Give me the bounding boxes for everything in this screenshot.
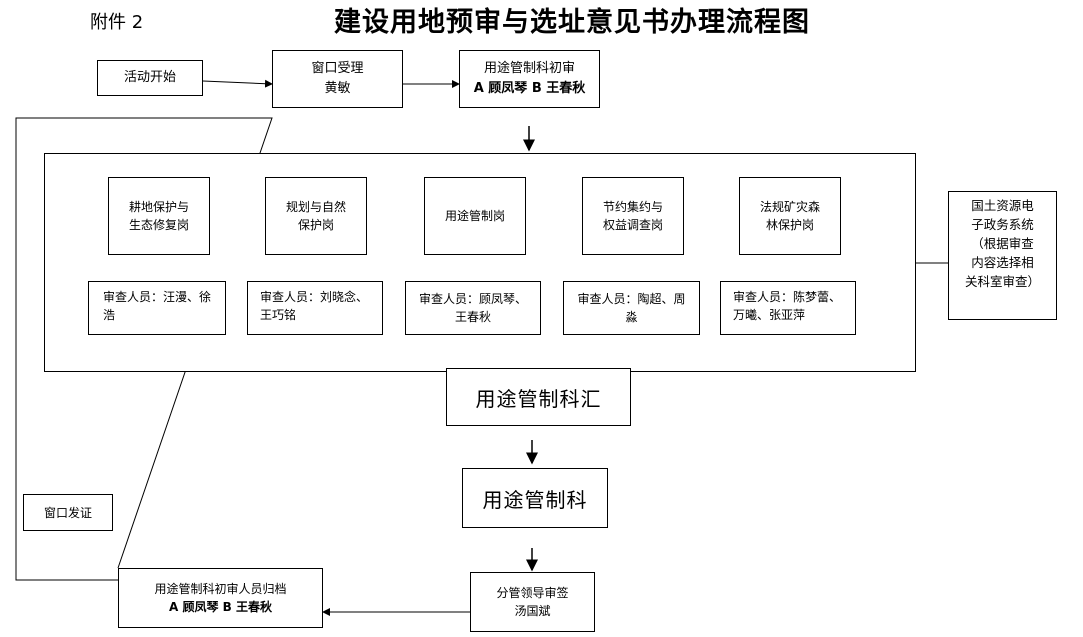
- reviewer-box-3: 审查人员：顾凤琴、 王春秋: [405, 281, 541, 335]
- post-title: 法规矿灾森: [759, 200, 820, 214]
- post-title: 保护岗: [297, 218, 334, 232]
- system-note-box: 国土资源电 子政务系统 （根据审查 内容选择相 关科室审查）: [948, 191, 1057, 320]
- reviewer-line: 审查人员：陶超、周: [577, 292, 686, 306]
- arrow-start-to-accept: [202, 79, 273, 88]
- post-box-3: 用途管制岗: [424, 177, 526, 255]
- control-dept-label: 用途管制科: [482, 487, 588, 512]
- post-title: 规划与自然: [285, 200, 346, 214]
- page-title: 建设用地预审与选址意见书办理流程图: [334, 7, 810, 38]
- window-issue-node: 窗口发证: [23, 494, 113, 531]
- system-note-line: 国土资源电: [971, 198, 1034, 213]
- start-label: 活动开始: [123, 70, 176, 85]
- leader-review-line1: 分管领导审签: [496, 586, 569, 600]
- system-note-line: 内容选择相: [971, 255, 1034, 270]
- reviewer-line: 审查人员：刘晓念、: [260, 290, 369, 304]
- reviewer-box-1: 审查人员：汪漫、徐 浩: [88, 281, 226, 335]
- post-box-2: 规划与自然 保护岗: [265, 177, 367, 255]
- reviewer-line: 淼: [625, 310, 638, 324]
- window-accept-line1: 窗口受理: [311, 61, 364, 76]
- post-box-4: 节约集约与 权益调查岗: [582, 177, 684, 255]
- reviewer-line: 浩: [103, 308, 116, 322]
- leader-review-node: 分管领导审签 汤国斌: [470, 572, 595, 632]
- window-issue-label: 窗口发证: [43, 505, 92, 520]
- post-title: 权益调查岗: [602, 218, 663, 232]
- post-title: 耕地保护与: [128, 200, 189, 214]
- start-node: 活动开始: [97, 60, 203, 96]
- post-title: 节约集约与: [602, 200, 663, 214]
- summary-label: 用途管制科汇: [475, 386, 602, 411]
- post-title: 用途管制岗: [444, 209, 505, 223]
- leader-review-line2: 汤国斌: [514, 604, 551, 618]
- system-note-line: 子政务系统: [971, 217, 1034, 232]
- control-dept-node: 用途管制科: [462, 468, 608, 528]
- window-accept-line2: 黄敏: [324, 81, 351, 96]
- initial-review-line1: 用途管制科初审: [483, 61, 575, 76]
- initial-review-line2: A 顾凤琴 B 王春秋: [473, 81, 586, 96]
- reviewer-line: 王春秋: [454, 310, 491, 324]
- window-accept-node: 窗口受理 黄敏: [272, 50, 403, 108]
- reviewer-line: 万曦、张亚萍: [733, 308, 806, 322]
- reviewer-line: 审查人员：顾凤琴、: [418, 292, 527, 306]
- archive-line1: 用途管制科初审人员归档: [154, 582, 287, 596]
- reviewer-line: 王巧铭: [260, 308, 297, 322]
- archive-node: 用途管制科初审人员归档 A 顾凤琴 B 王春秋: [118, 568, 323, 628]
- reviewer-line: 审查人员：汪漫、徐: [103, 290, 212, 304]
- attachment-label: 附件 2: [90, 12, 144, 33]
- post-box-5: 法规矿灾森 林保护岗: [739, 177, 841, 255]
- reviewer-box-2: 审查人员：刘晓念、 王巧铭: [247, 281, 383, 335]
- system-note-line: （根据审查: [971, 236, 1034, 251]
- summary-node: 用途管制科汇: [446, 368, 631, 426]
- system-note-line: 关科室审查）: [964, 274, 1040, 289]
- post-title: 生态修复岗: [128, 218, 189, 232]
- reviewer-box-4: 审查人员：陶超、周 淼: [563, 281, 700, 335]
- reviewer-line: 审查人员：陈梦蕾、: [733, 290, 842, 304]
- archive-line2: A 顾凤琴 B 王春秋: [169, 600, 272, 614]
- reviewer-box-5: 审查人员：陈梦蕾、 万曦、张亚萍: [720, 281, 856, 335]
- initial-review-node: 用途管制科初审 A 顾凤琴 B 王春秋: [459, 50, 600, 108]
- post-title: 林保护岗: [765, 218, 814, 232]
- post-box-1: 耕地保护与 生态修复岗: [108, 177, 210, 255]
